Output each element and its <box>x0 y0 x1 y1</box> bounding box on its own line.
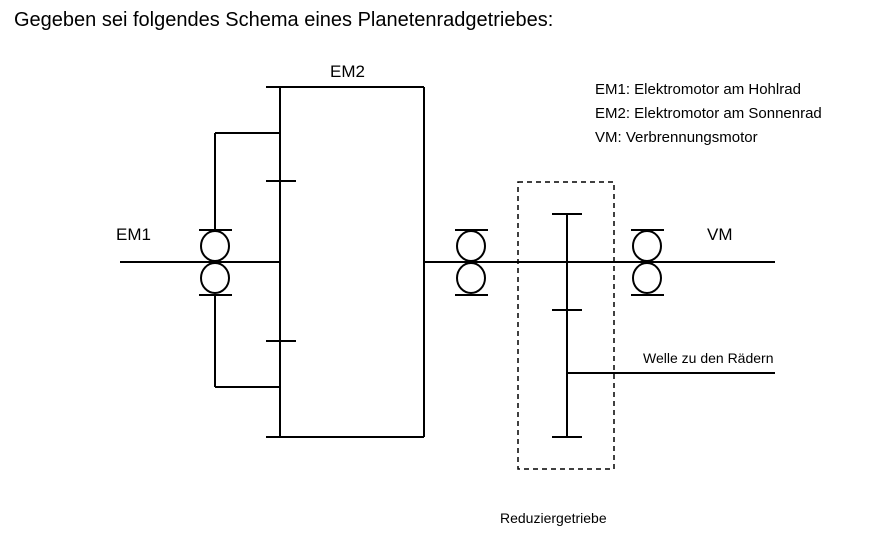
label-vm: VM <box>707 225 733 244</box>
reduction-gear <box>552 213 775 438</box>
legend-item-vm: VM: Verbrennungsmotor <box>595 129 758 146</box>
label-em1: EM1 <box>116 225 151 244</box>
legend-item-em1: EM1: Elektromotor am Hohlrad <box>595 81 801 98</box>
bearing-right <box>631 229 664 296</box>
legend: EM1: Elektromotor am Hohlrad EM2: Elektr… <box>595 78 822 150</box>
label-welle: Welle zu den Rädern <box>643 350 774 366</box>
reduction-gear-enclosure <box>517 181 615 470</box>
label-em2: EM2 <box>330 62 365 81</box>
legend-item-em2: EM2: Elektromotor am Sonnenrad <box>595 105 822 122</box>
bearing-left <box>199 229 232 296</box>
page-title: Gegeben sei folgendes Schema eines Plane… <box>14 9 554 31</box>
bearing-middle <box>455 229 488 296</box>
label-reduziergetriebe: Reduziergetriebe <box>500 510 607 526</box>
